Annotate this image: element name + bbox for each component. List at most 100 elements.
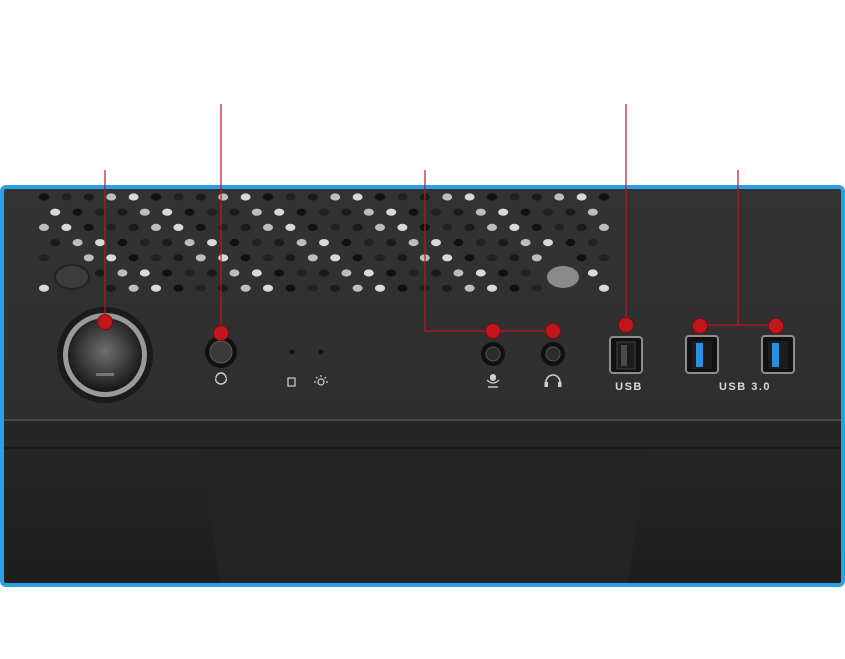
vent-hole [296, 208, 307, 216]
vent-hole [599, 193, 609, 201]
vent-hole [330, 284, 341, 292]
vent-hole [543, 208, 553, 216]
vent-hole [487, 254, 497, 262]
power-led-icon [314, 375, 328, 386]
vent-hole [475, 269, 486, 277]
usb3-port-2-tongue [772, 343, 779, 367]
vent-hole [576, 193, 587, 201]
vent-hole [151, 284, 161, 292]
vent-hole [475, 239, 486, 247]
vent-hole [599, 254, 609, 262]
vent-hole [274, 269, 285, 277]
headphone-jack[interactable] [541, 342, 565, 387]
usb3-port-1[interactable] [685, 335, 719, 374]
vent-hole [408, 239, 419, 247]
vent-hole [341, 208, 352, 216]
vent-hole [599, 284, 609, 292]
vent-hole [72, 208, 83, 216]
vent-hole [475, 208, 486, 216]
vent-hole [240, 223, 251, 231]
hdd-led-icon [287, 377, 296, 387]
callouts [104, 104, 776, 333]
vent-hole [240, 284, 251, 292]
vent-hole [442, 284, 453, 292]
power-button[interactable] [57, 307, 153, 403]
vent-hole [240, 254, 251, 262]
vent-hole [195, 254, 206, 262]
callout-marker-usb3-2 [768, 318, 784, 334]
vent-hole [498, 208, 509, 216]
microphone-jack[interactable] [481, 342, 505, 388]
vent-hole [352, 193, 363, 201]
reset-button-cap [209, 340, 233, 364]
vent-hole [106, 284, 117, 292]
vent-hole [117, 239, 128, 247]
vent-hole [251, 208, 262, 216]
case-body [0, 185, 845, 587]
vent-hole [106, 223, 117, 231]
usb3-port-2[interactable] [761, 335, 795, 374]
callout-markers [97, 314, 784, 341]
vent-hole [162, 208, 173, 216]
callout-marker-mic [485, 323, 501, 339]
panel-frame [0, 185, 845, 587]
vent-hole [509, 254, 520, 262]
vent-hole [587, 269, 598, 277]
vent-hole [263, 223, 273, 231]
callout-marker-usb3-1 [692, 318, 708, 334]
usb-port[interactable] [609, 336, 643, 374]
vent-hole [431, 269, 441, 277]
vent-hole [39, 193, 49, 201]
vent-hole [83, 193, 94, 201]
vent-hole [352, 254, 363, 262]
vent-hole [195, 193, 206, 201]
vent-hole [397, 284, 408, 292]
vent-hole [151, 254, 161, 262]
vent-hole [184, 208, 195, 216]
vent-hole [487, 284, 497, 292]
vent-hole [117, 269, 128, 277]
vent-hole [274, 239, 285, 247]
vent-hole [375, 193, 385, 201]
usb-label: USB [615, 381, 643, 393]
vent-hole [173, 284, 184, 292]
vent-hole [285, 193, 296, 201]
vent-hole [363, 269, 374, 277]
vent-hole [453, 208, 464, 216]
vent-hole [453, 269, 464, 277]
vent-hole [531, 193, 542, 201]
usb-port-tongue [621, 345, 627, 366]
vent-hole [117, 208, 128, 216]
vent-hole [229, 239, 240, 247]
vent-hole [352, 223, 363, 231]
vent-hole [363, 208, 374, 216]
vent-hole [195, 223, 206, 231]
vent-hole [565, 208, 576, 216]
reset-button[interactable] [205, 336, 237, 385]
vent-hole [218, 223, 229, 231]
vent-hole [587, 239, 598, 247]
vent-hole [442, 254, 453, 262]
vent-hole [173, 254, 184, 262]
vent-hole [431, 239, 441, 247]
vent-hole [173, 193, 184, 201]
microphone-icon [486, 374, 500, 388]
vent-hole [599, 223, 609, 231]
mount-foot-right [545, 264, 581, 290]
vent-hole [487, 193, 497, 201]
vent-hole [184, 239, 195, 247]
usb3-port-1-tongue [696, 343, 703, 367]
vent-hole [554, 193, 565, 201]
vent-hole [319, 239, 329, 247]
vent-hole [207, 208, 217, 216]
vent-hole [330, 223, 341, 231]
vent-hole [50, 208, 61, 216]
vent-hole [341, 239, 352, 247]
vent-hole [487, 223, 497, 231]
vent-hole [173, 223, 184, 231]
vent-hole [442, 193, 453, 201]
vent-hole [509, 223, 520, 231]
callout-marker-power [97, 314, 113, 330]
vent-hole [464, 223, 475, 231]
